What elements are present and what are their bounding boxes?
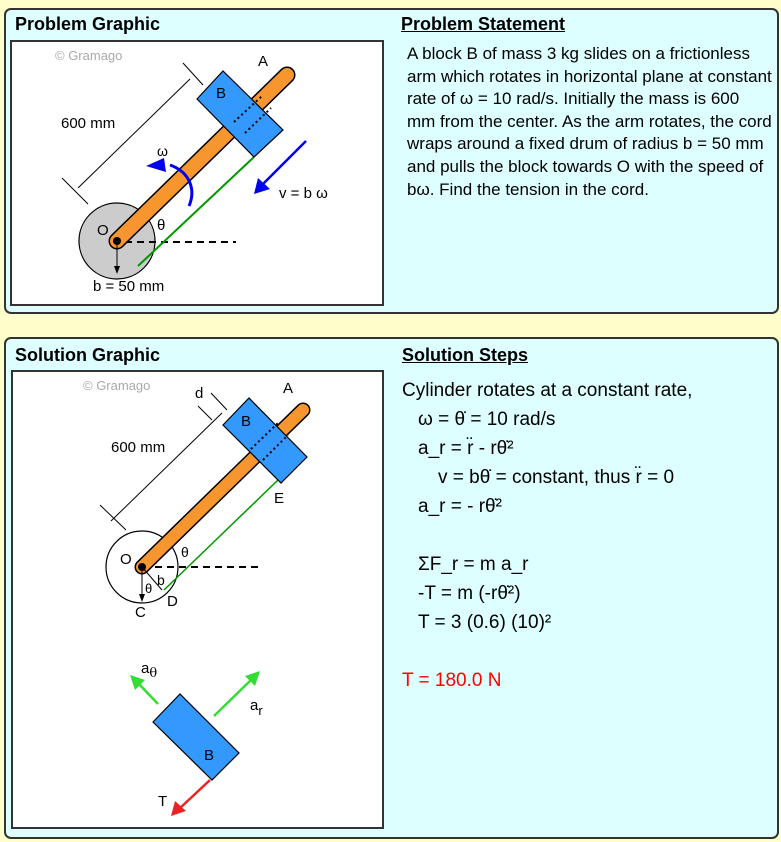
step-line: Cylinder rotates at a constant rate, [402,380,693,401]
dimension-tick [210,392,228,411]
radius-d-arrow [141,566,163,591]
label-b: B [216,85,226,102]
label-a-theta: aθ [141,660,157,681]
problem-graphic-title: Problem Graphic [15,14,161,34]
copyright-watermark: © Gramago [83,378,150,393]
solution-steps-title: Solution Steps [402,345,528,365]
label-e: E [274,490,284,507]
dimension-tick [61,177,89,205]
arm [110,68,294,248]
step-line: a_r = - rθ̇² [418,496,502,517]
dimension-line [77,78,191,189]
velocity-arrow-icon [261,140,307,186]
d-dimension-tick [197,405,213,421]
slot-line [244,107,272,134]
solution-graphic-title: Solution Graphic [15,345,161,365]
slot-line [233,95,263,123]
label-b-fbd: B [204,747,214,764]
label-b: B [241,413,251,430]
label-o: O [120,551,132,568]
dimension-line [110,412,223,522]
label-omega: ω [157,143,168,159]
omega-arrowhead [146,158,166,172]
radius-arrowhead [114,266,120,274]
label-a: A [283,380,293,397]
label-t: T [158,793,167,810]
copyright-watermark: © Gramago [55,48,122,63]
problem-statement-text: A block B of mass 3 kg slides on a frict… [407,44,772,199]
label-velocity: v = b ω [279,185,328,202]
cord [163,479,279,591]
final-answer: T = 180.0 N [402,670,502,691]
block-b [196,70,284,158]
arrowhead [171,801,186,816]
label-d: D [167,593,178,610]
arrowhead [130,675,145,690]
label-o: O [97,222,109,239]
label-b-radius: b [157,572,165,588]
solution-graphic: © Gramago B A E O θ C D b θ d 600 mm B a… [11,370,384,829]
free-body-block [152,693,240,781]
label-theta: θ [157,217,165,234]
step-line: v = bθ̇ = constant, thus r̈ = 0 [438,467,675,488]
dimension-tick [182,62,204,86]
label-a-r: ar [250,697,263,718]
cord [137,156,255,267]
label-radius: b = 50 mm [93,278,164,295]
label-length: 600 mm [61,115,115,132]
arrowhead [139,594,145,602]
problem-statement-title: Problem Statement [401,14,566,34]
step-line: ΣF_r = m a_r [418,554,529,575]
arrowhead [245,671,260,686]
slot-line [250,422,279,450]
step-line: ω = θ̇ = 10 rad/s [418,409,556,430]
dimension-tick [99,504,127,531]
step-line: a_r = r̈ - rθ̇² [418,438,514,459]
omega-arrow-icon [169,163,194,207]
a-r-arrow-icon [213,678,253,717]
problem-graphic: © Gramago B A O θ 600 mm ω v = b ω b = 5… [10,40,384,306]
label-d-offset: d [195,385,203,402]
step-line: -T = m (-rθ̇²) [418,583,521,604]
label-theta-inner: θ [145,581,152,596]
a-theta-arrow-icon [137,682,159,705]
solution-steps: Cylinder rotates at a constant rate, ω =… [402,376,692,695]
step-line: T = 3 (0.6) (10)² [418,612,552,633]
velocity-arrowhead [254,178,270,194]
slot-line [262,434,289,461]
label-a: A [258,53,268,70]
label-length: 600 mm [111,439,165,456]
tension-arrow-icon [178,779,211,810]
label-theta: θ [181,544,189,560]
label-c: C [135,604,146,621]
block-b [222,397,308,484]
